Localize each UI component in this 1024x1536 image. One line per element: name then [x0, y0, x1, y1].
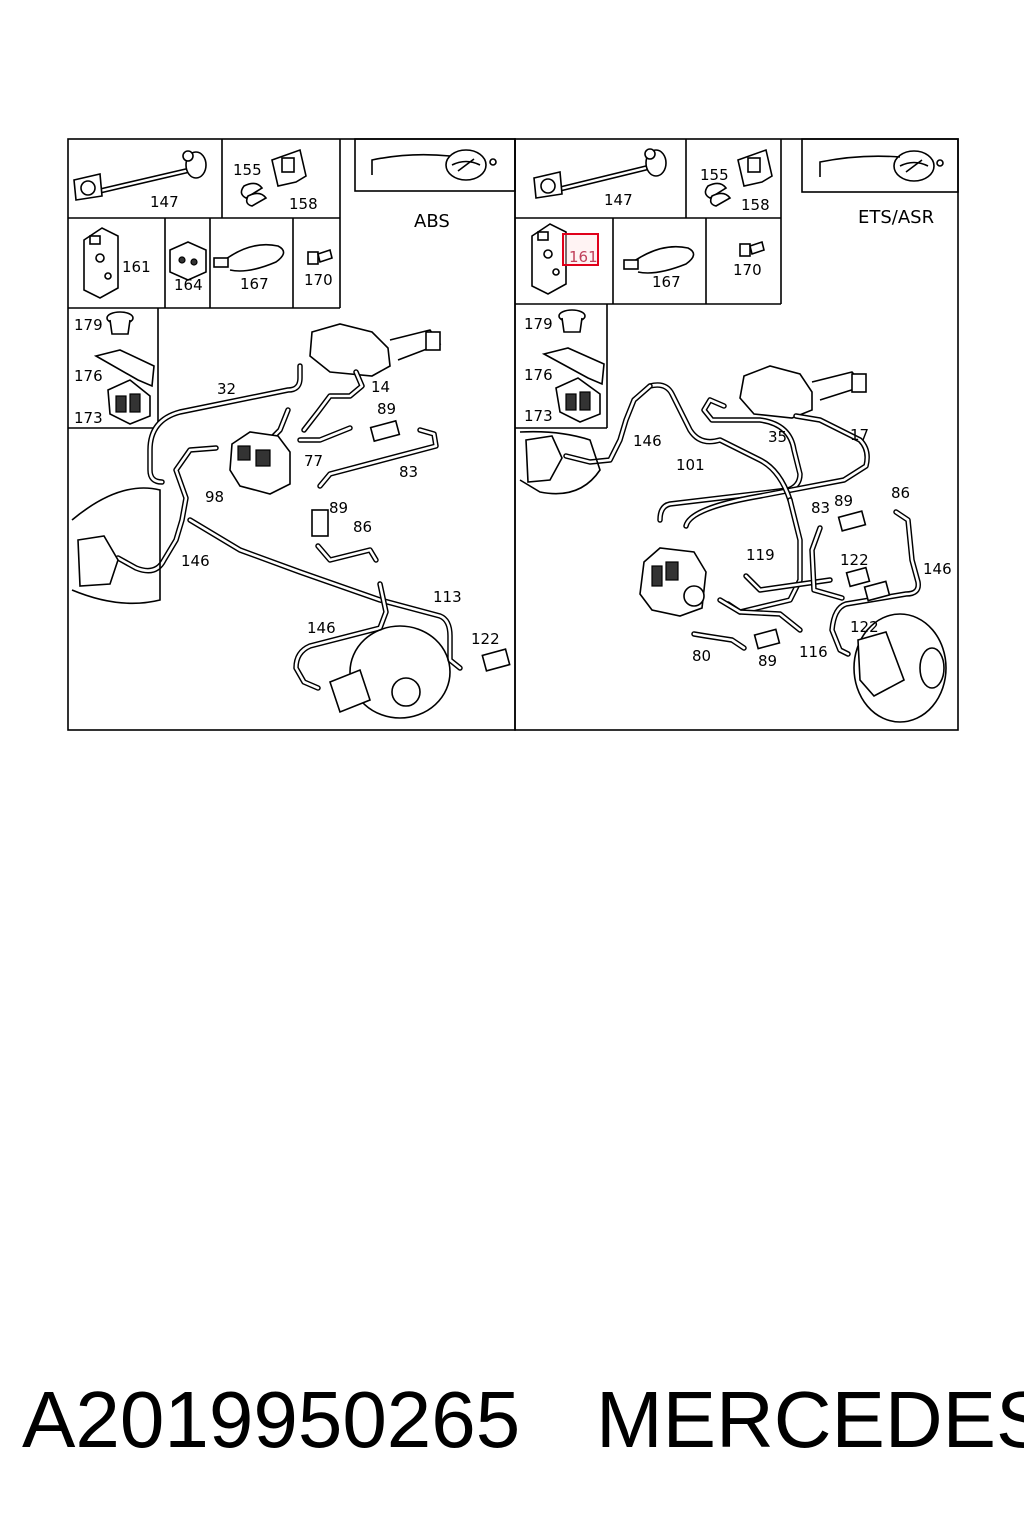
cable-tie-icon: [623, 245, 695, 274]
left-parts-grid: [68, 138, 516, 429]
part-label: 89: [758, 652, 777, 670]
part-label: 89: [834, 492, 853, 510]
highlight-box: [562, 233, 599, 266]
parts-diagram: ABS ETS/ASR: [67, 138, 959, 731]
part-label: 35: [768, 428, 787, 446]
clip-icon: [240, 148, 307, 207]
part-label: 173: [524, 407, 553, 425]
cable-tie-icon: [213, 243, 285, 272]
right-panel-frame: [514, 138, 959, 731]
part-label: 170: [733, 261, 762, 279]
part-label: 116: [799, 643, 828, 661]
part-label: 146: [181, 552, 210, 570]
part-label: 167: [240, 275, 269, 293]
part-label: 113: [433, 588, 462, 606]
left-brake-lines: [71, 323, 511, 719]
right-brake-lines: [519, 365, 947, 723]
part-label: 146: [307, 619, 336, 637]
part-label: 83: [399, 463, 418, 481]
part-label: 122: [471, 630, 500, 648]
clip-icon: [704, 148, 773, 207]
part-label: 161: [122, 258, 151, 276]
grommet-icon: [169, 241, 207, 281]
steering-wheel-icon: [819, 150, 944, 182]
part-label: 14: [371, 378, 390, 396]
part-label: 17: [850, 426, 869, 444]
part-label: 80: [692, 647, 711, 665]
holder-plate-icon: [93, 349, 155, 425]
part-label: 86: [891, 484, 910, 502]
part-label: 98: [205, 488, 224, 506]
part-label: 158: [289, 195, 318, 213]
bleed-screw-icon: [307, 248, 333, 265]
variant-label-abs: ABS: [414, 211, 450, 232]
bleed-screw-icon: [739, 240, 765, 257]
part-label: 147: [150, 193, 179, 211]
part-number: A2019950265: [22, 1375, 521, 1464]
part-label: 86: [353, 518, 372, 536]
part-label: 179: [524, 315, 553, 333]
steering-wheel-icon: [371, 149, 497, 181]
part-label: 176: [74, 367, 103, 385]
part-label: 122: [840, 551, 869, 569]
part-label: 101: [676, 456, 705, 474]
part-label: 158: [741, 196, 770, 214]
part-label: 173: [74, 409, 103, 427]
part-label: 89: [329, 499, 348, 517]
part-label: 164: [174, 276, 203, 294]
part-label: 176: [524, 366, 553, 384]
push-pin-icon: [106, 311, 134, 335]
part-label: 83: [811, 499, 830, 517]
pipe-clip-icon: [533, 148, 667, 199]
holder-plate-icon: [541, 347, 605, 423]
part-label: 155: [700, 166, 729, 184]
part-label: 155: [233, 161, 262, 179]
part-label: 119: [746, 546, 775, 564]
part-label: 32: [217, 380, 236, 398]
part-label: 146: [923, 560, 952, 578]
variant-label-ets-asr: ETS/ASR: [858, 207, 934, 228]
part-label: 179: [74, 316, 103, 334]
part-label: 146: [633, 432, 662, 450]
part-label: 122: [850, 618, 879, 636]
bracket-icon: [531, 223, 567, 295]
part-label: 77: [304, 452, 323, 470]
part-label: 167: [652, 273, 681, 291]
bracket-icon: [83, 227, 119, 299]
push-pin-icon: [558, 309, 586, 333]
part-label-highlighted: 161: [569, 248, 598, 266]
part-label: 89: [377, 400, 396, 418]
caption: A2019950265 MERCEDES: [0, 1370, 1024, 1470]
brand-name: MERCEDES: [596, 1375, 1024, 1464]
part-label: 170: [304, 271, 333, 289]
pipe-clip-icon: [73, 150, 207, 201]
part-label: 147: [604, 191, 633, 209]
right-parts-grid: [515, 138, 959, 429]
